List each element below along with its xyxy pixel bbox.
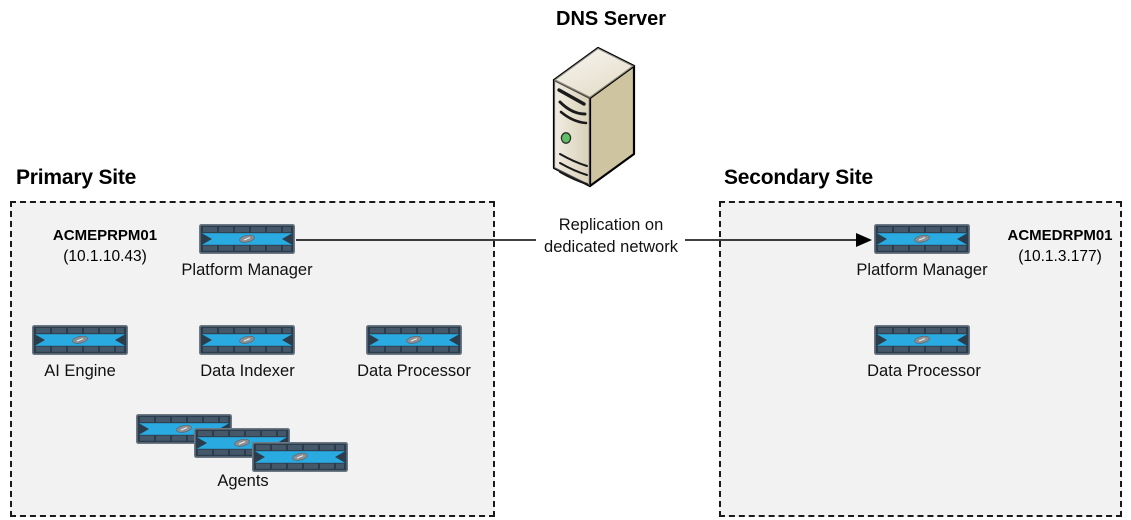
replication-label-line1: Replication on xyxy=(558,216,664,234)
replication-link-label: Replication on dedicated network xyxy=(536,214,686,258)
primary-data-indexer-label: Data Indexer xyxy=(200,362,295,380)
primary-data-processor-icon[interactable] xyxy=(366,325,462,355)
primary-host-ip: (10.1.10.43) xyxy=(63,248,147,265)
secondary-host-label: ACMEDRPM01 (10.1.3.177) xyxy=(985,226,1131,267)
primary-ai-engine-icon[interactable] xyxy=(32,325,128,355)
primary-host-name: ACMEPRPM01 xyxy=(52,227,158,244)
dns-server-tower-icon xyxy=(546,44,638,195)
secondary-host-name: ACMEDRPM01 xyxy=(1007,227,1113,244)
primary-agents-stack-icon[interactable] xyxy=(136,414,348,472)
primary-site-title: Primary Site xyxy=(16,166,137,189)
primary-agents-label: Agents xyxy=(217,472,269,490)
agent-icon-front xyxy=(252,442,348,472)
replication-label-line2: dedicated network xyxy=(544,238,678,256)
primary-platform-manager-label: Platform Manager xyxy=(181,261,313,279)
primary-data-indexer-icon[interactable] xyxy=(199,325,295,355)
primary-data-processor-label: Data Processor xyxy=(357,362,471,380)
secondary-data-processor-label: Data Processor xyxy=(867,362,981,380)
primary-platform-manager-icon[interactable] xyxy=(199,224,295,254)
primary-ai-engine-label: AI Engine xyxy=(44,362,116,380)
secondary-data-processor-icon[interactable] xyxy=(874,325,970,355)
secondary-site-title: Secondary Site xyxy=(724,166,873,189)
dns-server-title: DNS Server xyxy=(556,8,667,30)
secondary-platform-manager-label: Platform Manager xyxy=(856,261,988,279)
secondary-platform-manager-icon[interactable] xyxy=(874,224,970,254)
primary-host-label: ACMEPRPM01 (10.1.10.43) xyxy=(30,226,180,267)
secondary-host-ip: (10.1.3.177) xyxy=(1018,248,1102,265)
